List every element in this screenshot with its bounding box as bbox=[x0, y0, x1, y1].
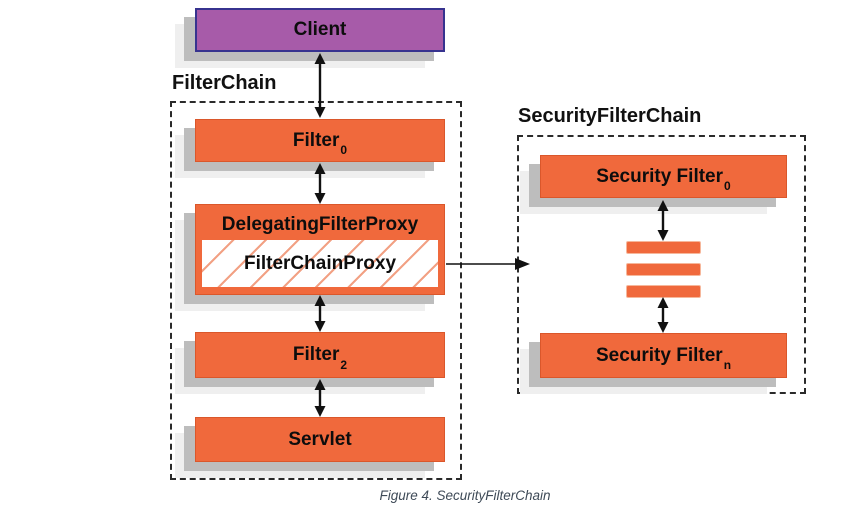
arrow-filter0-dfp bbox=[314, 163, 326, 204]
filter0-box: Filter0 bbox=[195, 119, 445, 162]
arrow-filterchainproxy-securityfilterchain bbox=[446, 258, 530, 270]
filter-stack-bar bbox=[626, 241, 701, 254]
security-filter0-subscript: 0 bbox=[724, 179, 731, 194]
security-filter0-label: Security Filter0 bbox=[596, 165, 731, 194]
servlet-box: Servlet bbox=[195, 417, 445, 462]
arrow-filter2-servlet bbox=[314, 379, 326, 417]
servlet-label: Servlet bbox=[288, 428, 352, 450]
client-box: Client bbox=[195, 8, 445, 52]
filter2-box: Filter2 bbox=[195, 332, 445, 378]
filter2-subscript: 2 bbox=[340, 357, 348, 372]
filter-stack-bar bbox=[626, 263, 701, 276]
filterchainproxy-box: FilterChainProxy bbox=[202, 240, 438, 287]
filter2-label: Filter2 bbox=[292, 344, 348, 372]
securityfilterchain-title: SecurityFilterChain bbox=[518, 105, 702, 127]
client-label: Client bbox=[293, 19, 347, 40]
security-filter0-box: Security Filter0 bbox=[540, 155, 787, 198]
filterchainproxy-label: FilterChainProxy bbox=[243, 252, 397, 274]
filter0-subscript: 0 bbox=[340, 143, 348, 158]
arrow-securityfilter0-stack bbox=[657, 200, 669, 241]
arrow-dfp-filter2 bbox=[314, 295, 326, 332]
filter-stack-bar bbox=[626, 285, 701, 298]
delegatingfilterproxy-label: DelegatingFilterProxy bbox=[221, 214, 419, 235]
arrow-stack-securityfiltern bbox=[657, 297, 669, 333]
security-filtern-box: Security Filtern bbox=[540, 333, 787, 378]
filterchain-title: FilterChain bbox=[172, 72, 277, 94]
arrow-client-filter0 bbox=[314, 53, 326, 118]
delegatingfilterproxy-box: DelegatingFilterProxy FilterChainProxy bbox=[195, 204, 445, 295]
security-filtern-subscript: n bbox=[723, 358, 732, 373]
figure-caption: Figure 4. SecurityFilterChain bbox=[379, 488, 551, 503]
filterchain-container bbox=[170, 101, 462, 480]
filter0-label: Filter0 bbox=[292, 129, 348, 158]
security-filtern-label: Security Filtern bbox=[595, 344, 732, 373]
